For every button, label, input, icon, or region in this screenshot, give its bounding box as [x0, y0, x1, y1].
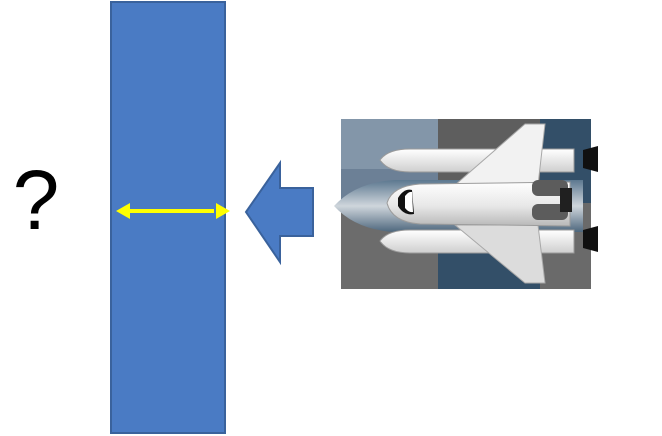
width-double-arrow [116, 203, 230, 219]
space-shuttle-image [334, 119, 598, 289]
double-arrow-right-head [216, 203, 230, 219]
shuttle-cockpit-highlight [405, 191, 413, 213]
incoming-arrow [244, 159, 314, 266]
shuttle-booster-nozzle [583, 146, 598, 172]
shuttle-engine-pod [532, 180, 568, 196]
shuttle-engine-nozzle [560, 188, 572, 212]
question-mark: ? [12, 153, 60, 247]
double-arrow-left-head [116, 203, 130, 219]
shuttle-engine-pod [532, 204, 568, 220]
shuttle-booster-nozzle [583, 226, 598, 252]
